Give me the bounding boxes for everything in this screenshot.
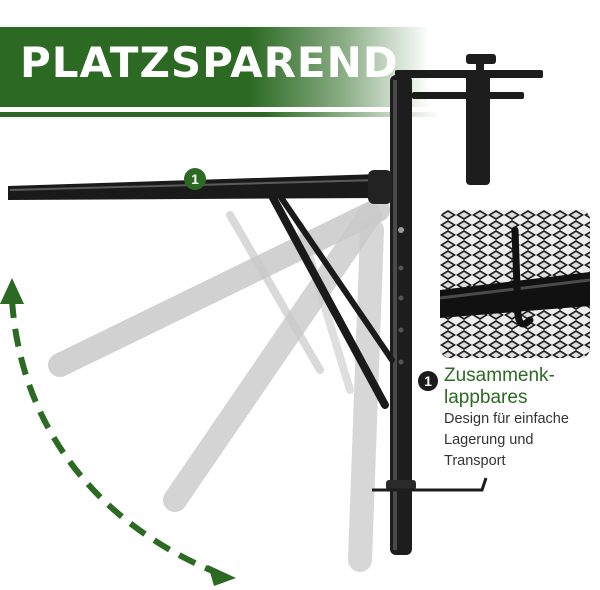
mesh-hook-detail	[440, 210, 590, 358]
callout-line3: Transport	[444, 453, 506, 469]
title-banner	[0, 27, 430, 107]
callout-description: Design für einfache Lagerung und Transpo…	[444, 409, 600, 472]
banner-title: PLATZSPAREND	[20, 38, 399, 87]
callout-heading-line2: lappbares	[444, 387, 528, 408]
callout-heading: Zusammenk- lappbares	[444, 365, 598, 409]
arm-marker-badge: 1	[184, 168, 206, 190]
callout-number-badge: 1	[418, 371, 438, 391]
banner-underline	[0, 112, 440, 117]
mesh-detail-image	[440, 210, 590, 358]
callout-line2: Lagerung und	[444, 432, 534, 448]
callout-line1: Design für einfache	[444, 411, 569, 427]
callout-heading-line1: Zusammenk-	[444, 365, 555, 386]
vertical-post	[386, 75, 416, 555]
dashed-curved-double-arrow-icon	[0, 278, 236, 586]
ghost-arm-positions	[48, 198, 390, 572]
diagonal-brace	[268, 192, 395, 409]
rail-clamp-bracket	[395, 54, 543, 185]
bottom-clamp	[372, 477, 488, 492]
